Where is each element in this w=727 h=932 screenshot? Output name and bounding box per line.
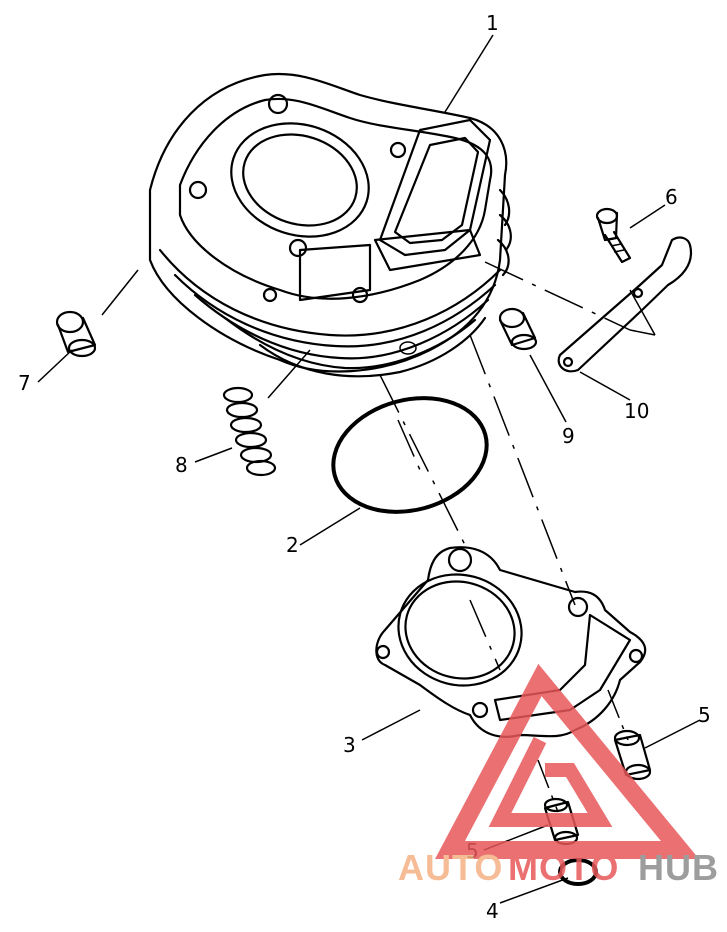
spring xyxy=(222,386,277,477)
plug xyxy=(55,310,97,358)
callout-3: 3 xyxy=(343,733,356,757)
callout-5-right: 5 xyxy=(698,703,711,727)
cylinder-gasket xyxy=(375,546,647,738)
leader-lines xyxy=(379,261,656,813)
watermark-hub: HUB xyxy=(638,847,719,888)
warning-triangle-icon xyxy=(435,663,700,859)
watermark-moto: MOTO xyxy=(508,847,619,888)
callout-4: 4 xyxy=(486,899,499,923)
callout-10: 10 xyxy=(624,399,649,423)
callout-6: 6 xyxy=(665,185,678,209)
watermark-auto: AUTO xyxy=(398,847,503,888)
callout-labels: 1 2 3 4 5 5 6 7 8 9 10 xyxy=(18,11,711,923)
callout-1: 1 xyxy=(486,11,499,35)
watermark-logo: AUTO MOTO HUB xyxy=(398,663,719,888)
plug-right xyxy=(498,307,538,351)
bolt xyxy=(595,207,632,264)
ring-seal xyxy=(558,858,598,886)
callout-8: 8 xyxy=(175,453,188,477)
cylinder xyxy=(148,73,512,378)
callout-2: 2 xyxy=(286,533,299,557)
callout-7: 7 xyxy=(18,371,31,395)
callout-9: 9 xyxy=(562,424,575,448)
o-ring xyxy=(331,396,489,514)
bracket xyxy=(557,236,693,373)
callout-leaders xyxy=(37,34,701,904)
